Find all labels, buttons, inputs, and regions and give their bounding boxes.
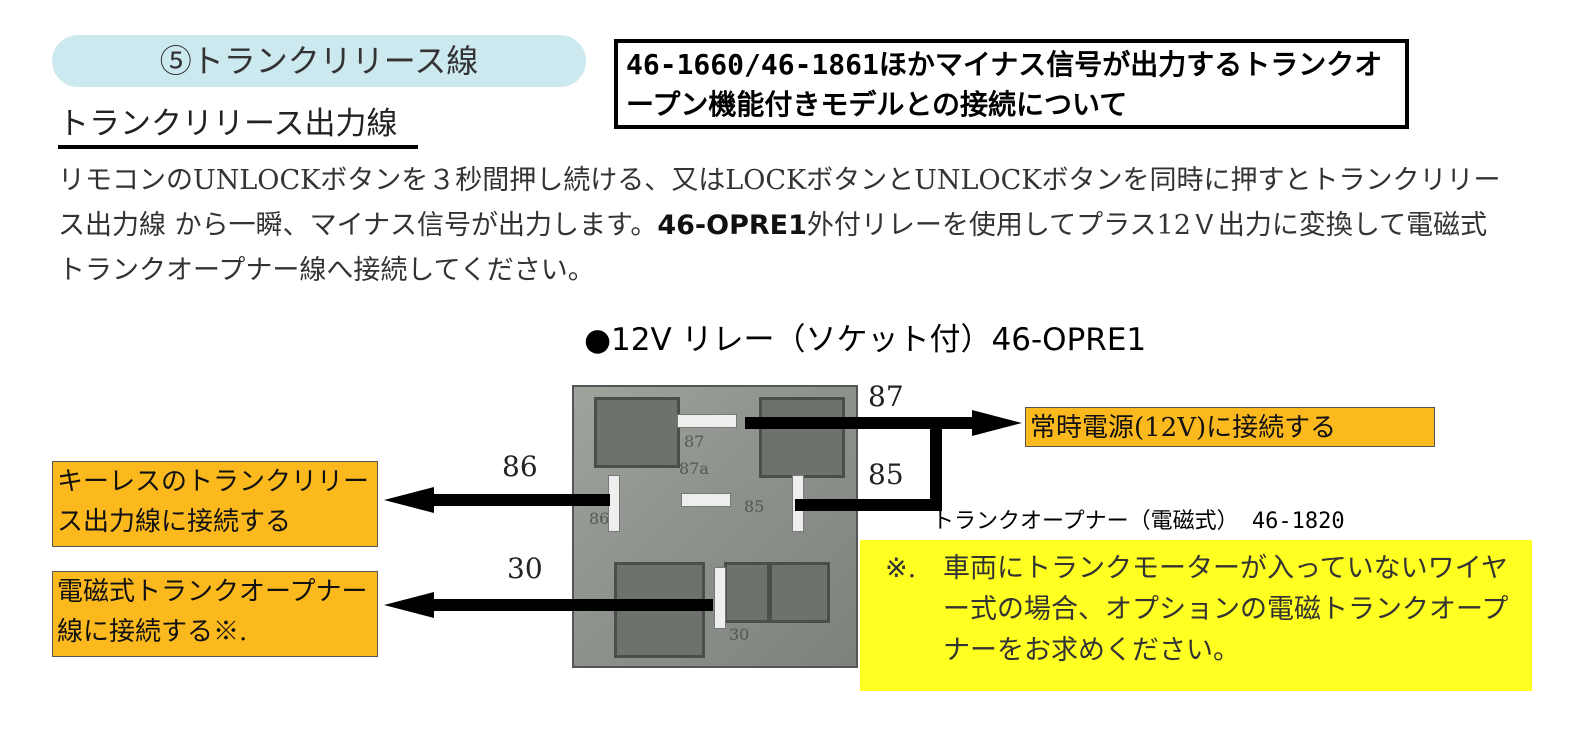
relay-photo: 87 87a 85 86 30 <box>572 385 858 668</box>
arrow-left-icon <box>384 487 434 513</box>
relay-slot <box>769 562 830 623</box>
relay-title: ●12V リレー（ソケット付）46-OPRE1 <box>584 322 1147 358</box>
description: リモコンのUNLOCKボタンを３秒間押し続ける、又はLOCKボタンとUNLOCK… <box>58 158 1508 293</box>
marking-87a: 87a <box>679 459 709 478</box>
relay-slot <box>759 397 845 478</box>
footnote-mark: ※. <box>885 553 917 584</box>
trunk-release-label: キーレスのトランクリリース出力線に接続する <box>52 461 378 547</box>
marking-85: 85 <box>744 497 765 516</box>
opener-model: トランクオープナー（電磁式） 46-1820 <box>932 509 1345 534</box>
compatibility-note: 46-1660/46-1861ほかマイナス信号が出力するトランクオープン機能付き… <box>614 39 1409 129</box>
section-title: ⑤トランクリリース線 <box>52 35 586 87</box>
subtitle: トランクリリース出力線 <box>58 98 418 149</box>
description-part1: リモコンのUNLOCKボタンを３秒間押し続ける、又はLOCKボタンとUNLOCK… <box>58 165 1501 241</box>
relay-model-ref: 46-OPRE1 <box>657 210 807 241</box>
footnote-text: 車両にトランクモーターが入っていないワイヤー式の場合、オプションの電磁トランクオ… <box>943 553 1509 666</box>
description-part2: 外付リレーを使用してプラス12Ｖ出力に変換して電磁式トランクオープナー線へ接続し… <box>58 210 1488 286</box>
relay-slot <box>724 562 770 623</box>
constant-power-label: 常時電源(12V)に接続する <box>1025 407 1435 447</box>
terminal-85-label: 85 <box>868 458 904 491</box>
marking-86: 86 <box>589 509 610 528</box>
wire-86 <box>430 494 610 506</box>
opener-wire-label: 電磁式トランクオープナー線に接続する※. <box>52 571 378 657</box>
pin-30 <box>714 567 726 629</box>
wire-30 <box>430 599 713 611</box>
wire-85 <box>795 499 942 511</box>
footnote-box: ※. 車両にトランクモーターが入っていないワイヤー式の場合、オプションの電磁トラン… <box>860 540 1532 691</box>
wire-85-vertical <box>930 417 942 511</box>
wire-87 <box>745 417 975 429</box>
arrow-left-icon <box>384 592 434 618</box>
marking-87: 87 <box>684 432 705 451</box>
terminal-30-label: 30 <box>507 552 543 585</box>
relay-slot <box>594 397 680 468</box>
terminal-86-label: 86 <box>502 450 538 483</box>
marking-30: 30 <box>729 625 750 644</box>
terminal-87-label: 87 <box>868 380 904 413</box>
arrow-right-icon <box>972 410 1022 436</box>
pin-87a <box>681 493 731 507</box>
pin-87 <box>677 414 737 428</box>
